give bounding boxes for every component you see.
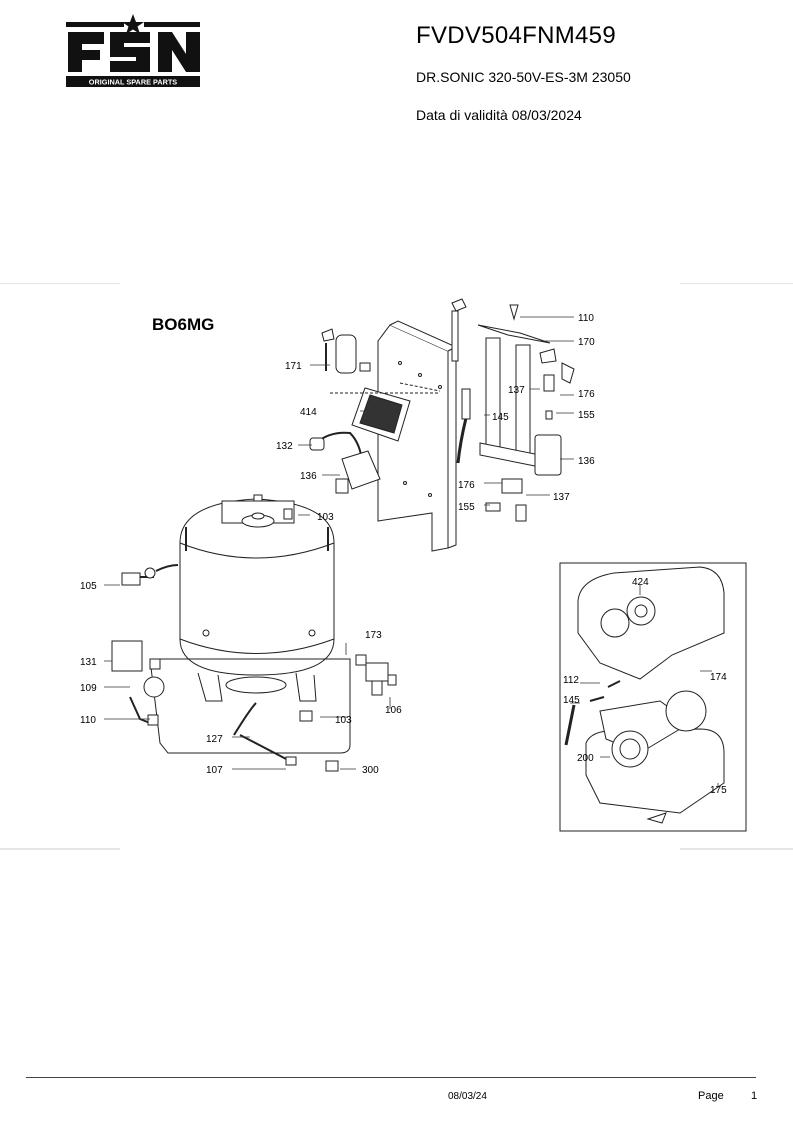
footer-divider xyxy=(26,1077,756,1078)
label-145: 145 xyxy=(492,412,509,423)
label-170: 170 xyxy=(578,337,595,348)
label-131: 131 xyxy=(80,657,97,668)
tank-fittings xyxy=(111,564,397,772)
label-300: 300 xyxy=(362,765,379,776)
label-136: 136 xyxy=(578,456,595,467)
label-103: 103 xyxy=(317,512,334,523)
footer-date: 08/03/24 xyxy=(448,1091,487,1102)
logo-tagline: ORIGINAL SPARE PARTS xyxy=(89,78,178,87)
label-106: 106 xyxy=(385,705,402,716)
label-176: 176 xyxy=(578,389,595,400)
label-173: 173 xyxy=(365,630,382,641)
label-136: 136 xyxy=(300,471,317,482)
label-137: 137 xyxy=(553,492,570,503)
model-name: DR.SONIC 320-50V-ES-3M 23050 xyxy=(416,69,631,85)
connector-box xyxy=(309,431,381,494)
label-110: 110 xyxy=(578,313,594,324)
compressor-inset xyxy=(559,562,747,832)
label-110: 110 xyxy=(80,715,96,726)
label-105: 105 xyxy=(80,581,97,592)
label-175: 175 xyxy=(710,785,727,796)
label-424: 424 xyxy=(632,577,649,588)
part-labels: 110 170 171 137 176 414 145 155 132 136 … xyxy=(80,313,727,796)
label-127: 127 xyxy=(206,734,223,745)
dryer-assembly xyxy=(451,298,575,522)
leader-lines xyxy=(104,316,719,787)
footer-page-number: 1 xyxy=(751,1090,758,1102)
label-132: 132 xyxy=(276,441,293,452)
label-176: 176 xyxy=(458,480,475,491)
label-174: 174 xyxy=(710,672,727,683)
label-155: 155 xyxy=(578,410,595,421)
footer-page-label: Page xyxy=(698,1090,724,1102)
label-200: 200 xyxy=(577,753,594,764)
label-107: 107 xyxy=(206,765,223,776)
exploded-parts-diagram: BO6MG xyxy=(0,283,793,850)
label-112: 112 xyxy=(563,675,579,686)
mounting-plate xyxy=(377,320,458,552)
fsn-logo: ORIGINAL SPARE PARTS xyxy=(66,14,200,87)
label-109: 109 xyxy=(80,683,97,694)
document-code: FVDV504FNM459 xyxy=(416,22,616,49)
label-414: 414 xyxy=(300,407,317,418)
label-171: 171 xyxy=(285,361,302,372)
label-155: 155 xyxy=(458,502,475,513)
air-tank xyxy=(149,494,351,754)
diagram-title: BO6MG xyxy=(152,315,214,334)
validity-date: Data di validità 08/03/2024 xyxy=(416,107,582,123)
logo-star-icon xyxy=(122,14,144,34)
filter-cooler xyxy=(321,328,441,442)
label-137: 137 xyxy=(508,385,525,396)
label-145: 145 xyxy=(563,695,580,706)
label-103: 103 xyxy=(335,715,352,726)
